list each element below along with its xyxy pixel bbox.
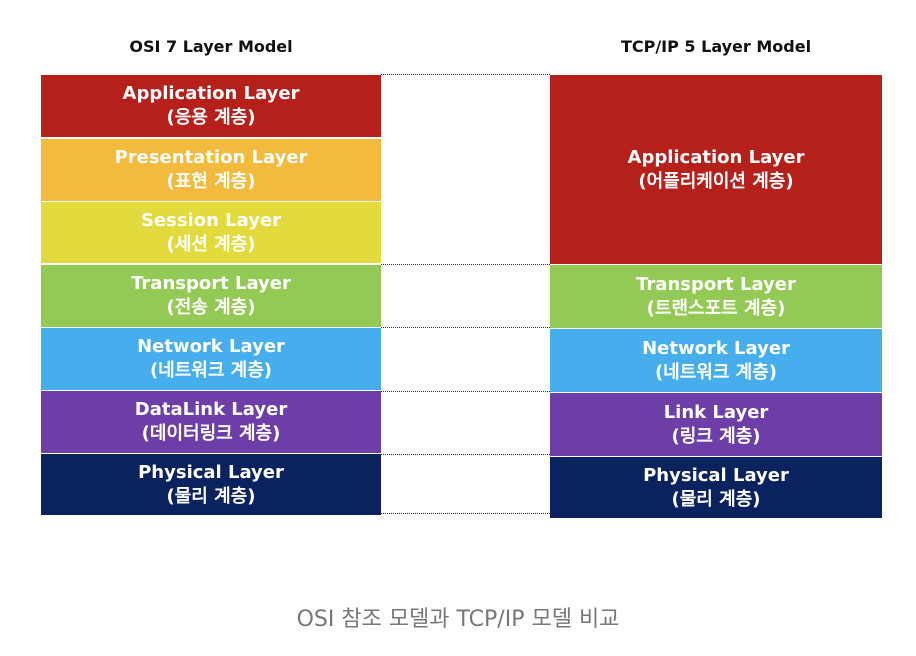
layer-korean-name: (네트워크 계층) [149, 360, 273, 381]
layer-name: Network Layer [642, 337, 790, 359]
layer-korean-name: (어플리케이션 계층) [638, 170, 794, 192]
osi-layer-transport: Transport Layer (전송 계층) [41, 265, 381, 327]
layer-korean-name: (세션 계층) [166, 233, 256, 255]
layer-korean-name: (전송 계층) [166, 297, 256, 318]
layer-korean-name: (링크 계층) [671, 425, 761, 447]
layer-korean-name: (데이터링크 계층) [141, 423, 281, 444]
layer-name: Physical Layer [138, 461, 284, 483]
osi-layer-datalink: DataLink Layer (데이터링크 계층) [41, 391, 381, 453]
osi-layer-session: Session Layer (세션 계층) [41, 202, 381, 263]
tcpip-model-title: TCP/IP 5 Layer Model [620, 37, 812, 56]
connector-line-link-physical [381, 454, 550, 455]
layer-korean-name: (응용 계층) [166, 107, 256, 128]
osi-layer-presentation: Presentation Layer (표현 계층) [41, 139, 381, 201]
layer-name: Application Layer [122, 83, 300, 104]
connector-line-transport-network [381, 327, 550, 328]
osi-layer-network: Network Layer (네트워크 계층) [41, 328, 381, 390]
osi-model-title: OSI 7 Layer Model [129, 37, 293, 56]
osi-layer-application: Application Layer (응용 계층) [41, 75, 381, 137]
layer-name: Transport Layer [131, 273, 291, 294]
connector-line-network-link [381, 391, 550, 392]
tcpip-layer-application: Application Layer (어플리케이션 계층) [550, 75, 882, 264]
layer-korean-name: (네트워크 계층) [654, 361, 778, 383]
tcpip-layer-link: Link Layer (링크 계층) [550, 393, 882, 456]
tcpip-layer-physical: Physical Layer (물리 계층) [550, 457, 882, 518]
layer-korean-name: (표현 계층) [166, 171, 256, 192]
tcpip-layer-transport: Transport Layer (트랜스포트 계층) [550, 265, 882, 328]
figure-caption: OSI 참조 모델과 TCP/IP 모델 비교 [296, 607, 620, 632]
layer-korean-name: (물리 계층) [166, 485, 256, 507]
layer-name: Network Layer [137, 336, 285, 357]
layer-name: Presentation Layer [114, 147, 308, 168]
layer-korean-name: (트랜스포트 계층) [646, 297, 786, 319]
osi-layer-physical: Physical Layer (물리 계층) [41, 454, 381, 515]
layer-name: DataLink Layer [134, 399, 288, 420]
layer-name: Physical Layer [643, 464, 789, 486]
layer-name: Link Layer [663, 401, 769, 423]
layer-name: Transport Layer [636, 273, 796, 295]
layer-name: Session Layer [140, 209, 282, 231]
layer-korean-name: (물리 계층) [671, 488, 761, 510]
connector-line-top [381, 74, 550, 75]
tcpip-layer-network: Network Layer (네트워크 계층) [550, 329, 882, 392]
layer-name: Application Layer [627, 146, 805, 168]
connector-line-application-transport [381, 264, 550, 265]
connector-line-bottom [381, 513, 550, 514]
